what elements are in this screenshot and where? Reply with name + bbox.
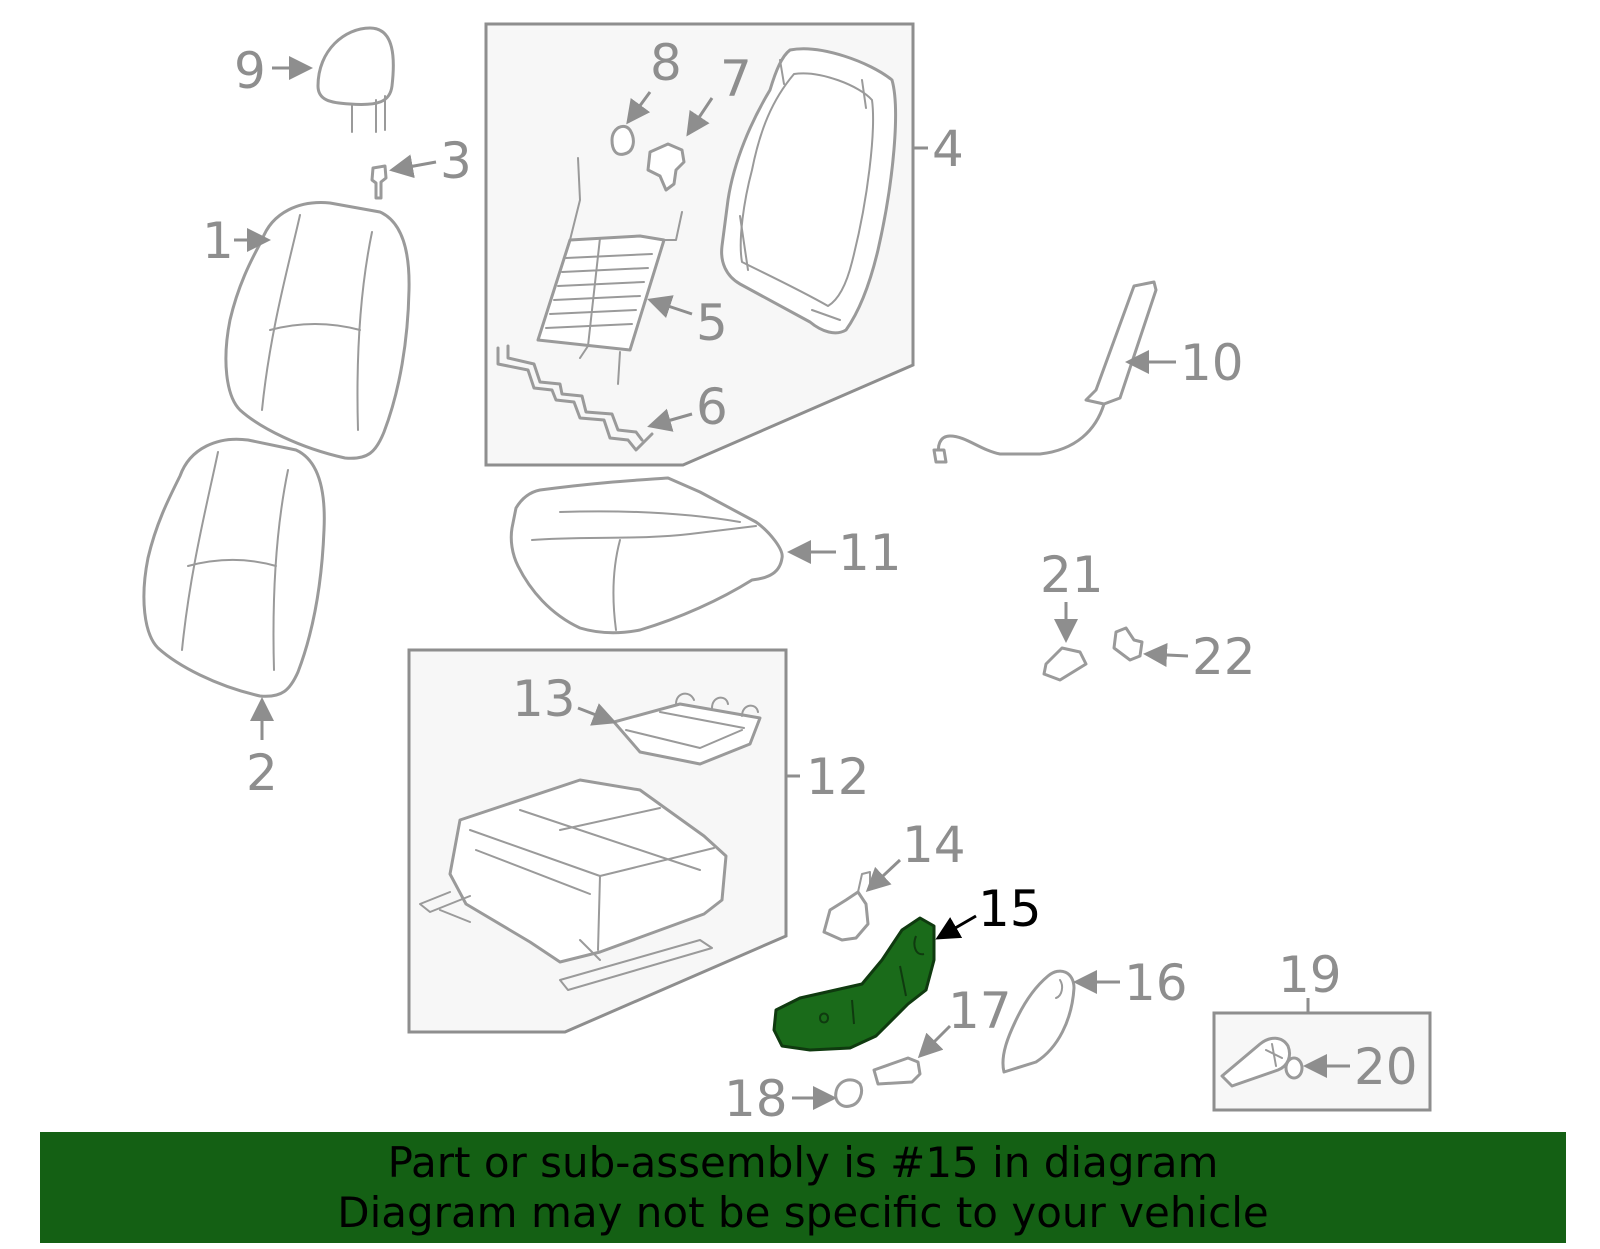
callout-16: 16	[1124, 954, 1188, 1012]
callout-13: 13	[512, 670, 576, 728]
callout-1: 1	[202, 212, 234, 270]
part-4-seatback-frame[interactable]	[720, 47, 898, 335]
info-banner: Part or sub-assembly is #15 in diagram D…	[40, 1132, 1566, 1243]
callout-6: 6	[696, 378, 728, 436]
callout-2: 2	[246, 744, 278, 802]
callout-8: 8	[650, 34, 682, 92]
part-15-side-shield[interactable]	[772, 916, 936, 1052]
part-10-side-airbag[interactable]	[932, 280, 1158, 464]
part-18-knob[interactable]	[834, 1078, 864, 1108]
part-9-headrest[interactable]	[316, 26, 395, 133]
part-2-seatback-pad[interactable]	[142, 437, 326, 698]
part-11-cushion-pad[interactable]	[509, 476, 784, 635]
callout-9: 9	[234, 42, 266, 100]
callout-3: 3	[440, 132, 472, 190]
callout-labels: 9 3 1 2 8 7 4 5 6 10 11 21 22 13 12 14 1…	[202, 34, 1418, 1128]
part-21-clip[interactable]	[1042, 646, 1088, 682]
part-3-guide[interactable]	[370, 164, 388, 200]
part-16-cover[interactable]	[1001, 969, 1076, 1074]
callout-4: 4	[932, 120, 964, 178]
callout-12: 12	[806, 748, 870, 806]
callout-20: 20	[1354, 1038, 1418, 1096]
callout-7: 7	[720, 50, 752, 108]
callout-17: 17	[948, 982, 1012, 1040]
part-22-clip[interactable]	[1112, 626, 1144, 662]
part-12-seat-frame[interactable]	[419, 778, 728, 991]
callout-14: 14	[902, 816, 966, 874]
callout-11: 11	[838, 524, 902, 582]
callout-15: 15	[978, 880, 1042, 938]
part-6-wire-spring[interactable]	[496, 344, 654, 452]
part-1-seatback-cover[interactable]	[224, 201, 411, 460]
part-5-lumbar-support[interactable]	[536, 157, 683, 385]
callout-19: 19	[1278, 946, 1342, 1004]
callout-18: 18	[724, 1070, 788, 1128]
leader-lines	[234, 56, 1350, 1110]
part-7-lever[interactable]	[646, 142, 686, 192]
callout-22: 22	[1192, 628, 1256, 686]
banner-line-2: Diagram may not be specific to your vehi…	[337, 1188, 1269, 1237]
callout-21: 21	[1040, 546, 1104, 604]
callout-10: 10	[1180, 334, 1244, 392]
part-17-lever[interactable]	[872, 1056, 922, 1086]
part-20-clip[interactable]	[1284, 1056, 1304, 1080]
part-19-handle[interactable]	[1220, 1036, 1292, 1088]
banner-line-1: Part or sub-assembly is #15 in diagram	[387, 1138, 1219, 1187]
part-13-slide-assy[interactable]	[612, 692, 762, 766]
part-14-bracket[interactable]	[822, 871, 871, 942]
part-8-ring[interactable]	[610, 124, 635, 156]
callout-5: 5	[696, 294, 728, 352]
